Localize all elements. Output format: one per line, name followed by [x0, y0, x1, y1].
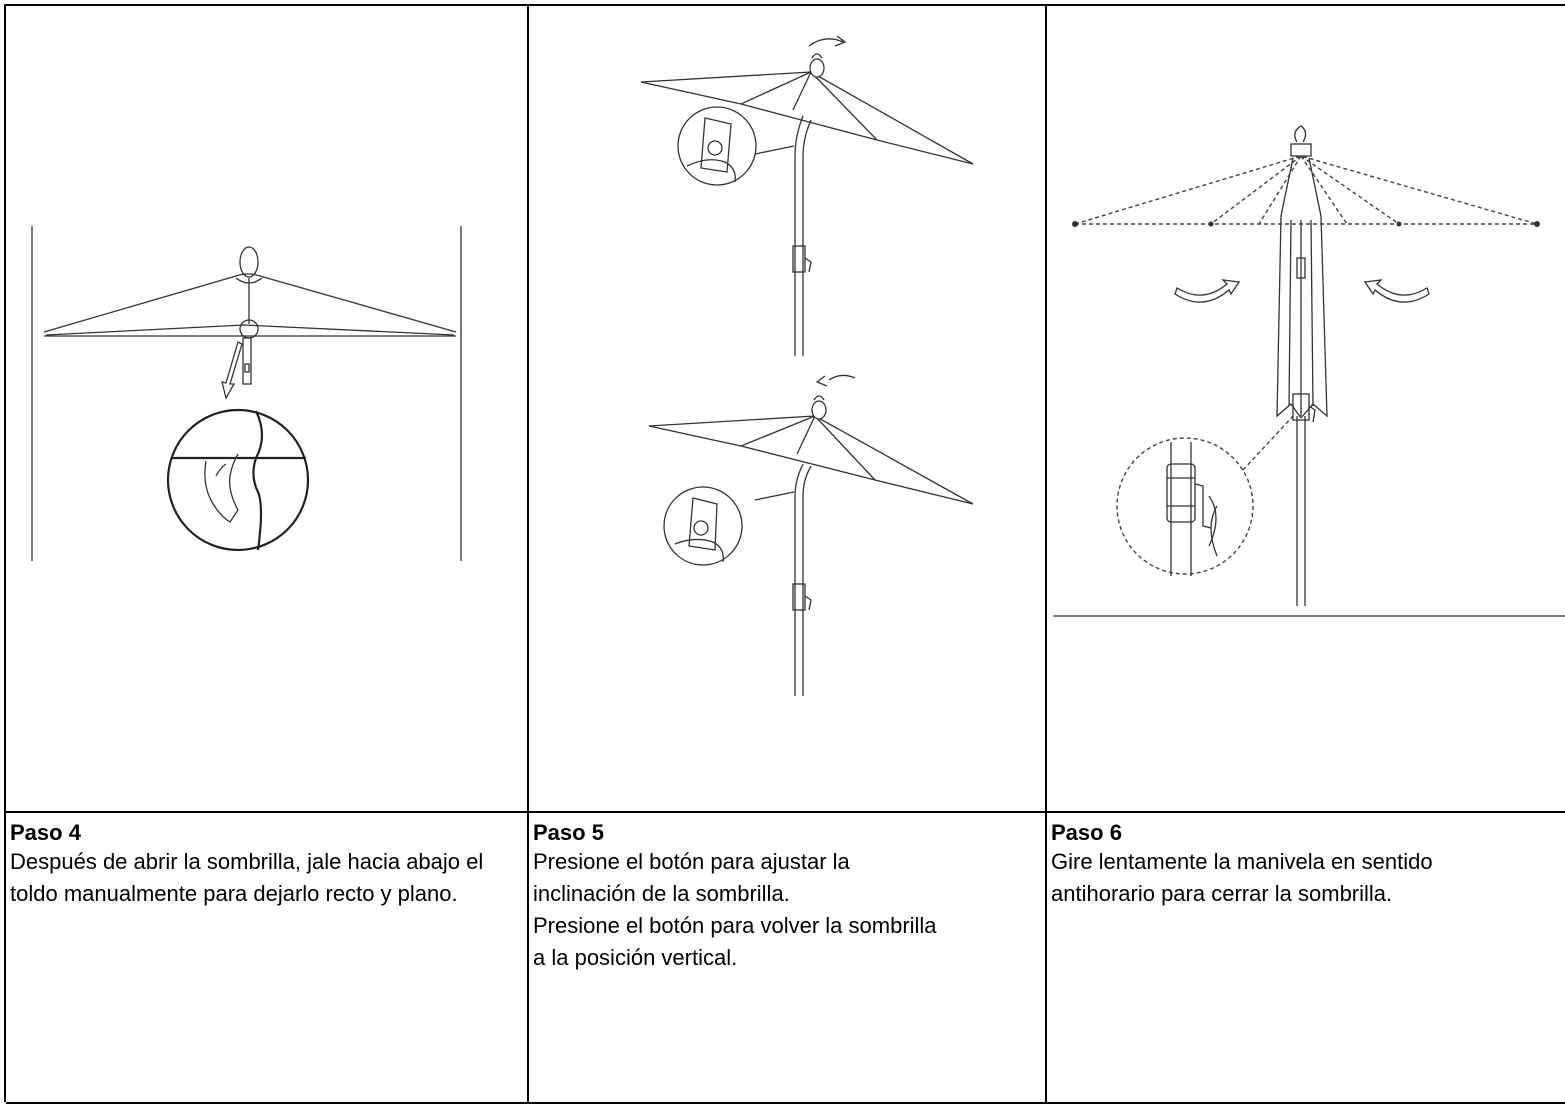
- step-line: Presione el botón para volver la sombril…: [533, 913, 937, 970]
- step-5-illustration: [529, 6, 1047, 813]
- step-line: Gire lentamente la manivela en sentido a…: [1051, 849, 1433, 906]
- step-description: Presione el botón para ajustar la inclin…: [533, 846, 953, 974]
- step-title: Paso 6: [1051, 820, 1122, 845]
- step-6-illustration: [1047, 6, 1565, 813]
- steps-table: Paso 4 Después de abrir la sombrilla, ja…: [4, 4, 1565, 1104]
- umbrella-pull-canopy-down-icon: [31, 226, 462, 561]
- step-description: Después de abrir la sombrilla, jale haci…: [10, 846, 510, 910]
- umbrella-tilt-button-icon: [640, 35, 974, 696]
- step-description: Gire lentamente la manivela en sentido a…: [1051, 846, 1501, 910]
- step-line: Después de abrir la sombrilla, jale haci…: [10, 849, 484, 906]
- step-line: Presione el botón para ajustar la inclin…: [533, 849, 850, 906]
- step-6-text: Paso 6 Gire lentamente la manivela en se…: [1047, 813, 1565, 1104]
- umbrella-crank-close-icon: [1053, 125, 1565, 617]
- step-title: Paso 4: [10, 820, 81, 845]
- step-5-text: Paso 5 Presione el botón para ajustar la…: [529, 813, 1047, 1104]
- step-4-text: Paso 4 Después de abrir la sombrilla, ja…: [6, 813, 529, 1104]
- step-title: Paso 5: [533, 820, 604, 845]
- step-4-illustration: [6, 6, 529, 813]
